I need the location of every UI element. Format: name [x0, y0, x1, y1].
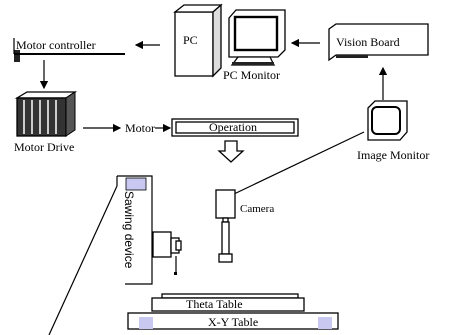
motor-controller-node: Motor controller: [13, 38, 125, 62]
operation-label: Operation: [209, 120, 257, 134]
xy-table: X-Y Table: [127, 312, 339, 330]
camera-label: Camera: [240, 203, 274, 215]
crt-monitor-icon: PC Monitor: [223, 9, 286, 82]
vision-board-node: Vision Board: [328, 23, 429, 62]
pc-tower-icon: PC: [173, 3, 223, 78]
motor-controller-label: Motor controller: [16, 38, 96, 52]
theta-table-label: Theta Table: [186, 297, 243, 311]
camera-icon: Camera: [215, 189, 274, 263]
image-monitor-label: Image Monitor: [357, 148, 429, 162]
sawing-device: Sawing device: [48, 175, 182, 335]
pc-label: PC: [183, 33, 198, 47]
down-arrow-icon: [217, 140, 245, 163]
vision-board-label: Vision Board: [336, 35, 400, 49]
image-monitor-icon: Image Monitor: [357, 100, 429, 162]
theta-table: Theta Table: [151, 293, 305, 312]
saw-support-line: [48, 185, 118, 335]
motor-label: Motor: [125, 121, 155, 135]
motor-drive-icon: Motor Drive: [14, 91, 78, 154]
motor-icon: [152, 231, 182, 275]
motor-drive-label: Motor Drive: [14, 140, 74, 154]
line-camera-to-imagemon: [233, 131, 365, 195]
xy-table-label: X-Y Table: [208, 315, 258, 329]
operation-node: Operation: [171, 118, 299, 137]
pc-monitor-label: PC Monitor: [223, 68, 280, 82]
sawing-device-label: Sawing device: [122, 191, 136, 269]
